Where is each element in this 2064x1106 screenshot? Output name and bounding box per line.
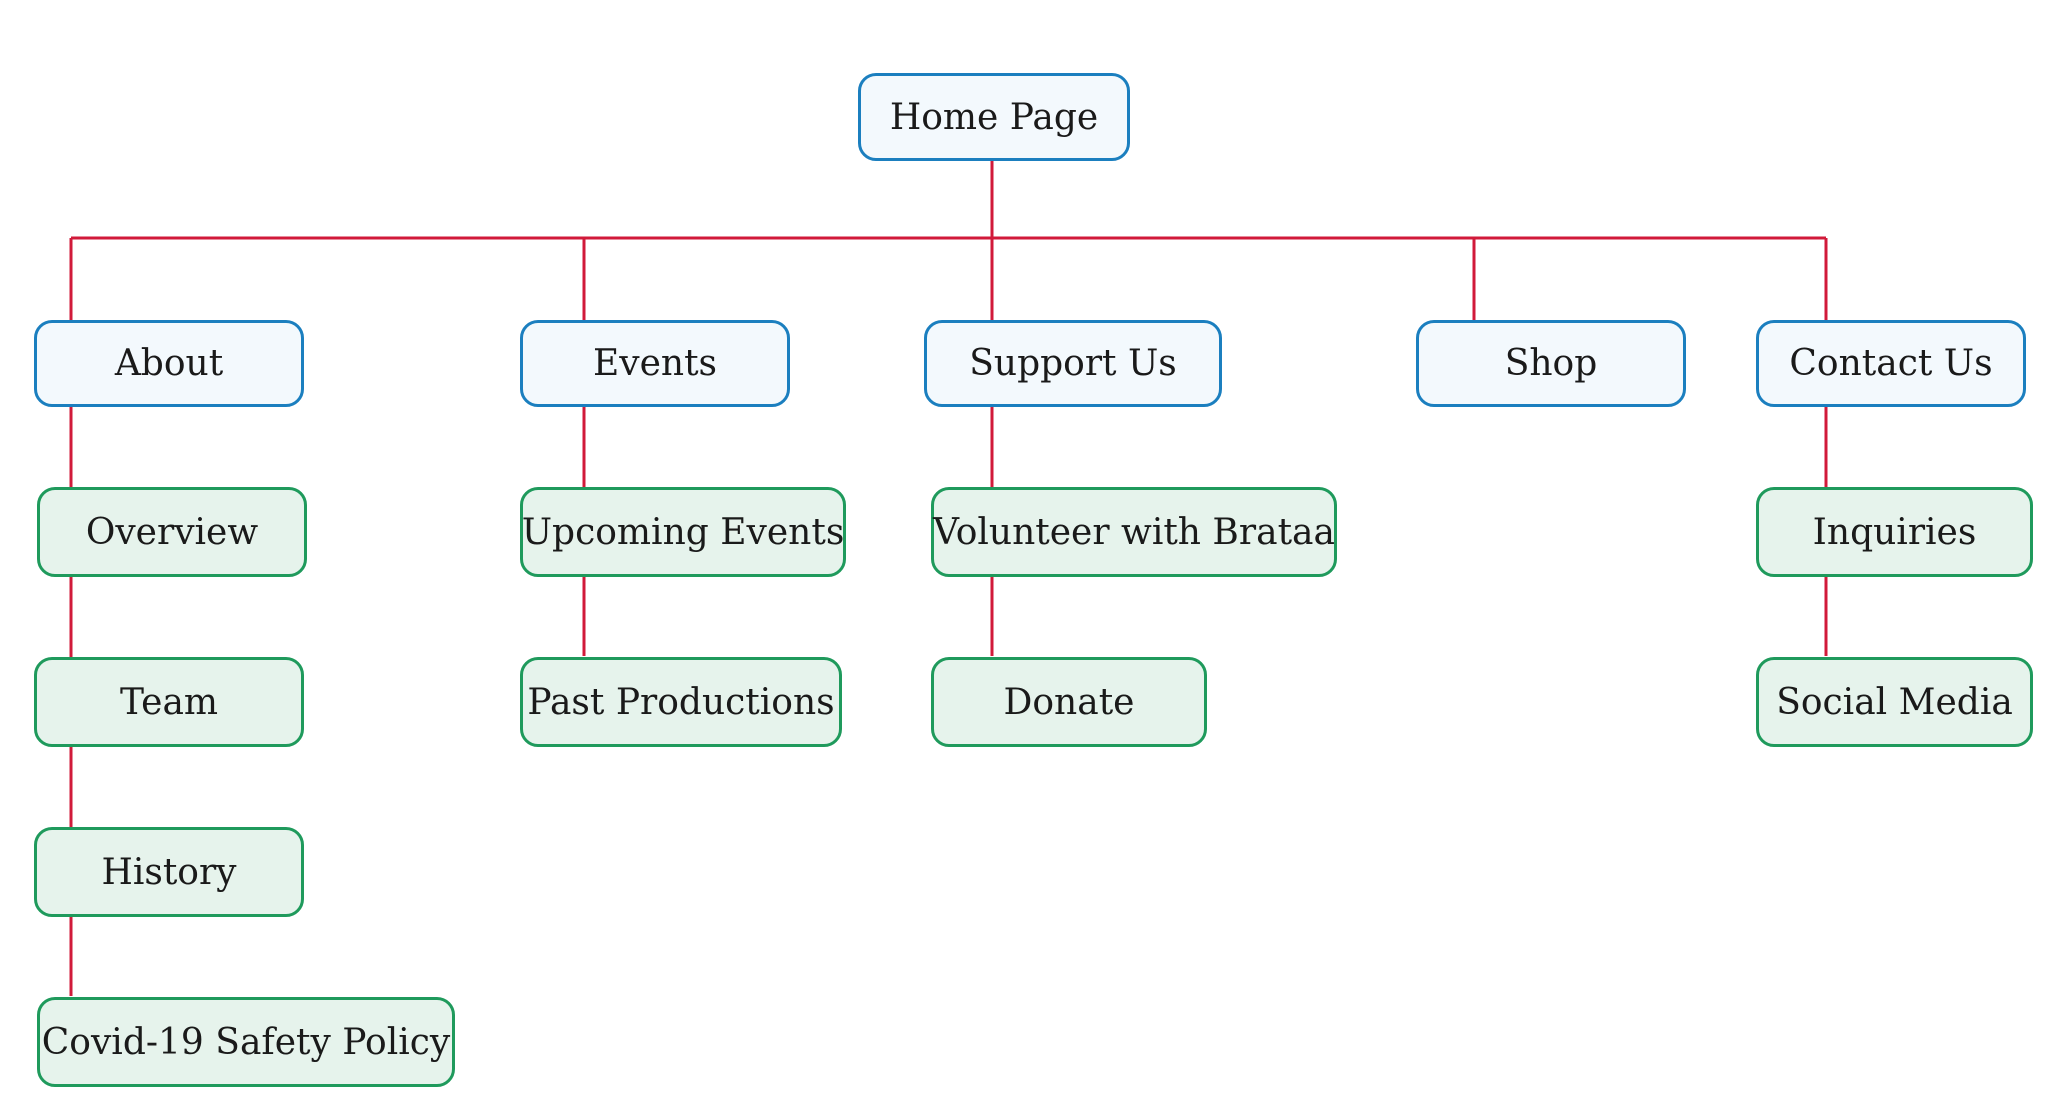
node-team[interactable]: Team bbox=[34, 657, 304, 747]
node-events[interactable]: Events bbox=[520, 320, 790, 407]
node-covid-19-safety-policy[interactable]: Covid-19 Safety Policy bbox=[37, 997, 455, 1087]
node-inquiries[interactable]: Inquiries bbox=[1756, 487, 2033, 577]
node-contact-us[interactable]: Contact Us bbox=[1756, 320, 2026, 407]
node-shop[interactable]: Shop bbox=[1416, 320, 1686, 407]
node-social-media[interactable]: Social Media bbox=[1756, 657, 2033, 747]
node-past-productions[interactable]: Past Productions bbox=[520, 657, 842, 747]
node-home-page[interactable]: Home Page bbox=[858, 73, 1130, 161]
node-support-us[interactable]: Support Us bbox=[924, 320, 1222, 407]
node-volunteer-with-brataa[interactable]: Volunteer with Brataa bbox=[931, 487, 1337, 577]
node-upcoming-events[interactable]: Upcoming Events bbox=[520, 487, 846, 577]
node-about[interactable]: About bbox=[34, 320, 304, 407]
node-overview[interactable]: Overview bbox=[37, 487, 307, 577]
node-donate[interactable]: Donate bbox=[931, 657, 1207, 747]
node-history[interactable]: History bbox=[34, 827, 304, 917]
